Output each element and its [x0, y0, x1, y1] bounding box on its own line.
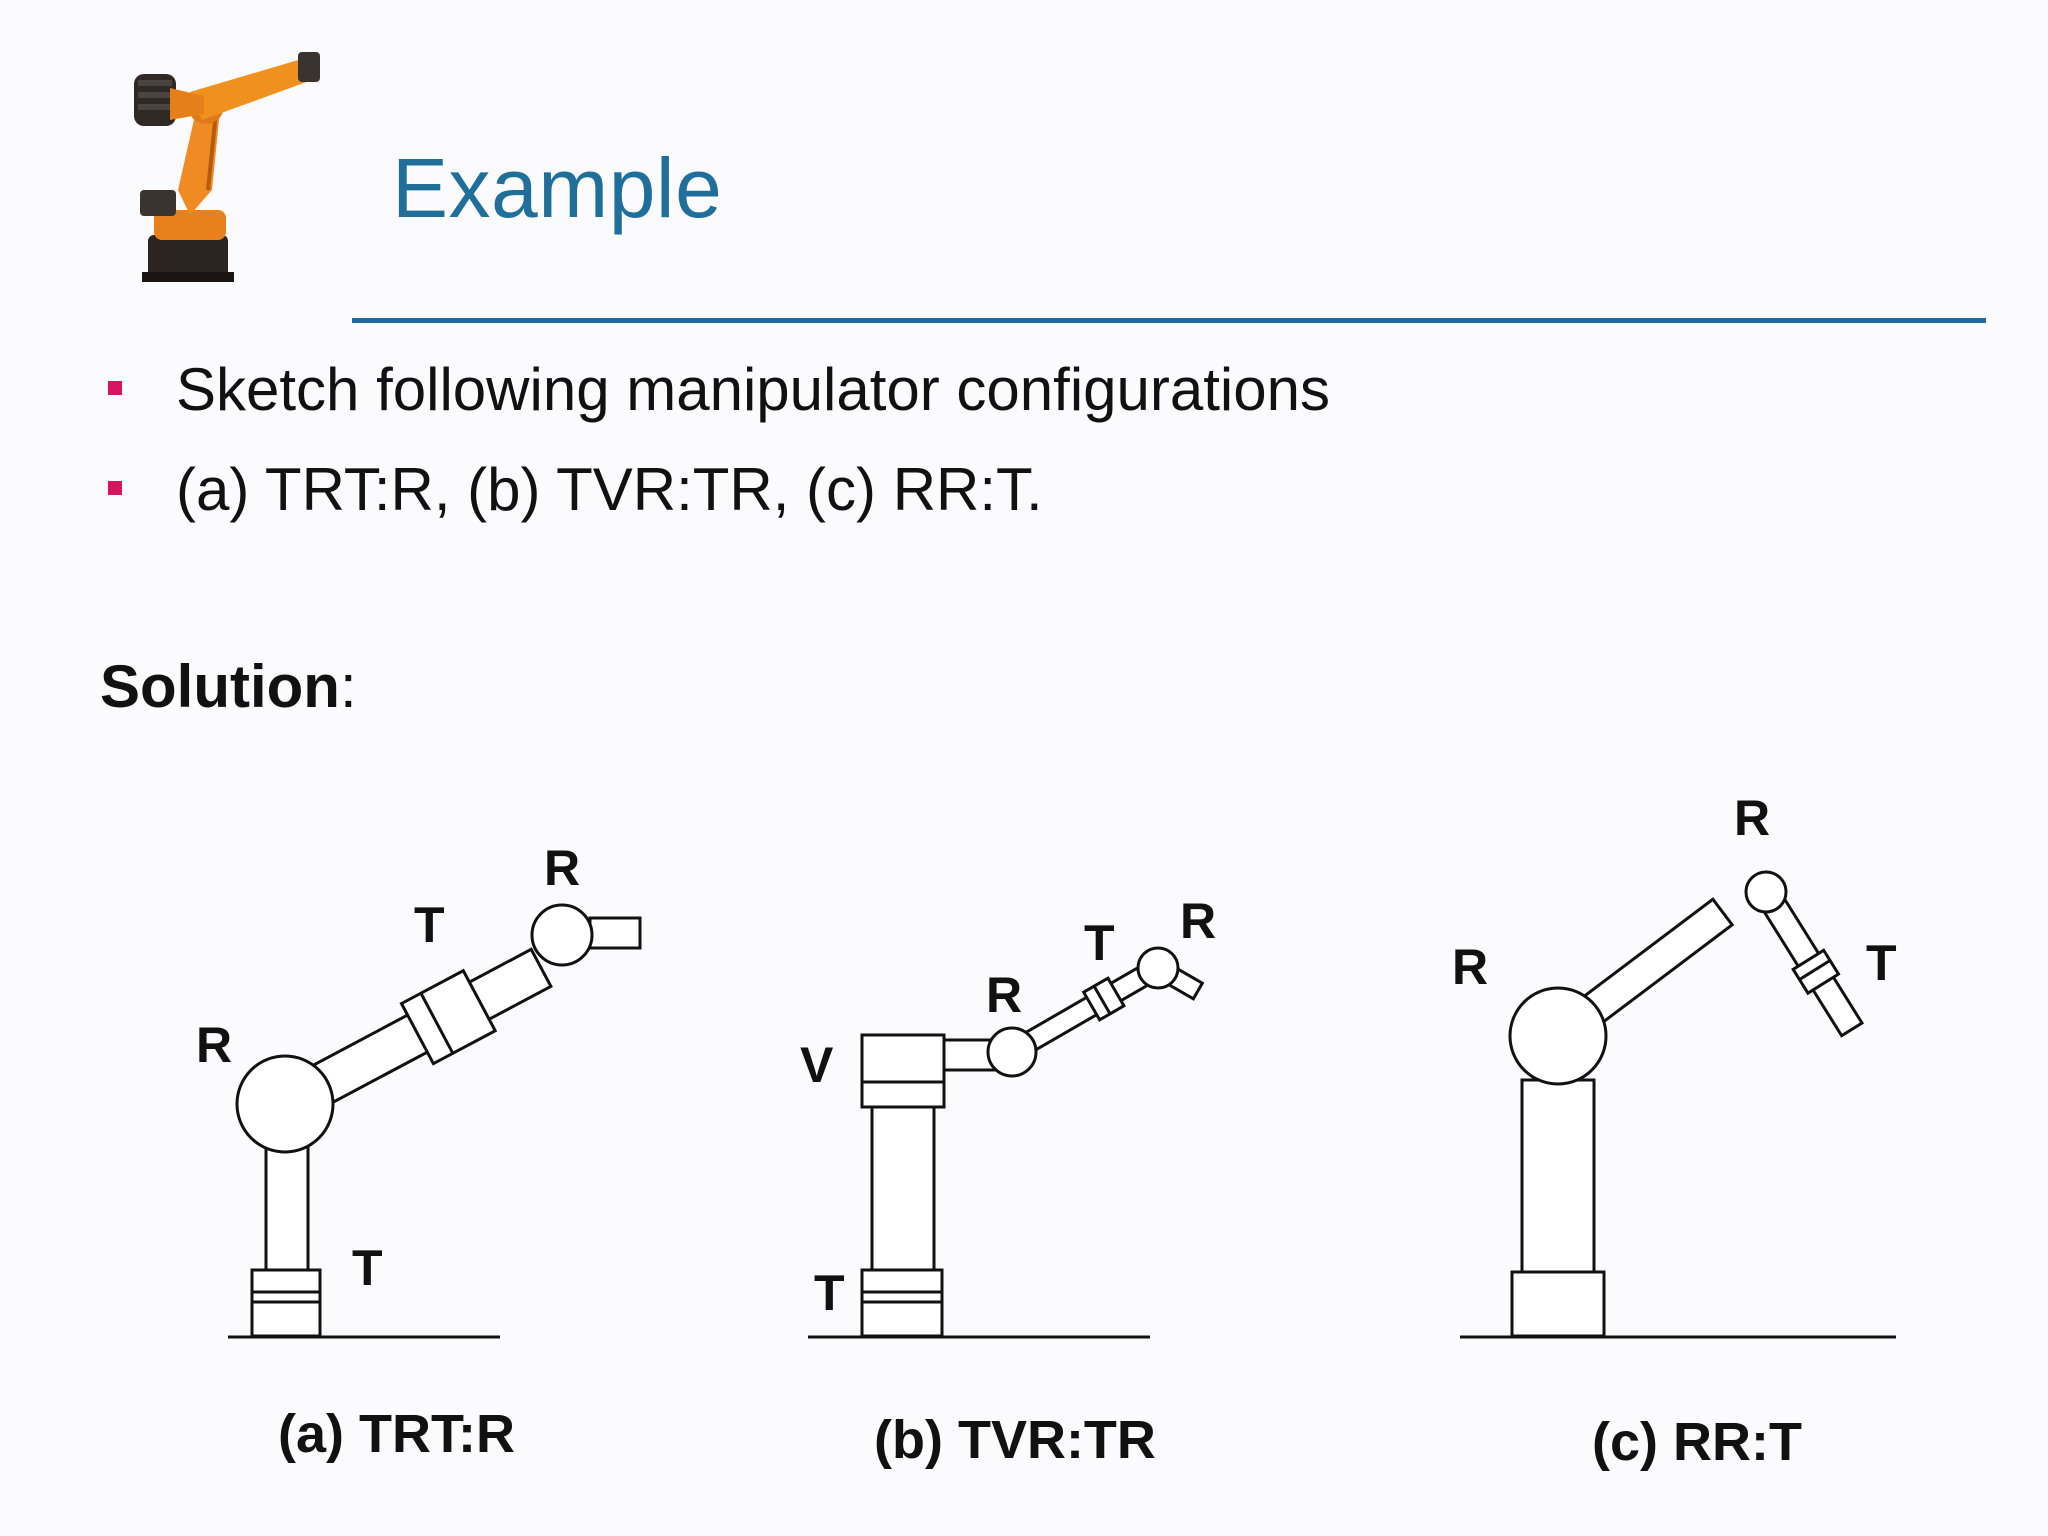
diagram-caption: (a) TRT:R — [278, 1404, 515, 1464]
bullet-text: Sketch following manipulator configurati… — [176, 356, 1330, 423]
solution-label: Solution — [100, 653, 340, 720]
solution-colon: : — [339, 653, 357, 720]
joint-label: T — [414, 897, 445, 953]
joint-label: R — [986, 967, 1022, 1023]
solution-heading: Solution: — [100, 652, 357, 721]
bullet-square-icon — [108, 481, 122, 495]
joint-label: R — [196, 1017, 232, 1073]
robot-logo — [120, 40, 330, 300]
joint-label: R — [1452, 939, 1488, 995]
industrial-robot-arm-icon — [134, 52, 320, 282]
title-divider — [352, 318, 1986, 323]
diagram-c: R R T (c) RR:T — [1452, 790, 1897, 1472]
diagram-a: T R T R (a) TRT:R — [196, 840, 642, 1464]
joint-label: R — [1180, 893, 1216, 949]
diagram-b: T V R T R (b) TVR:TR — [800, 893, 1216, 1470]
joint-label: V — [800, 1037, 834, 1093]
diagram-caption: (b) TVR:TR — [874, 1410, 1156, 1470]
joint-label: T — [1084, 915, 1115, 971]
bullet-square-icon — [108, 381, 122, 395]
joint-label: T — [814, 1265, 845, 1321]
joint-label: R — [544, 840, 580, 896]
diagram-caption: (c) RR:T — [1592, 1412, 1802, 1472]
joint-label: T — [1866, 935, 1897, 991]
joint-label: R — [1734, 790, 1770, 846]
joint-label: T — [352, 1240, 383, 1296]
bullet-text: (a) TRT:R, (b) TVR:TR, (c) RR:T. — [176, 456, 1043, 523]
slide-title: Example — [392, 141, 723, 235]
